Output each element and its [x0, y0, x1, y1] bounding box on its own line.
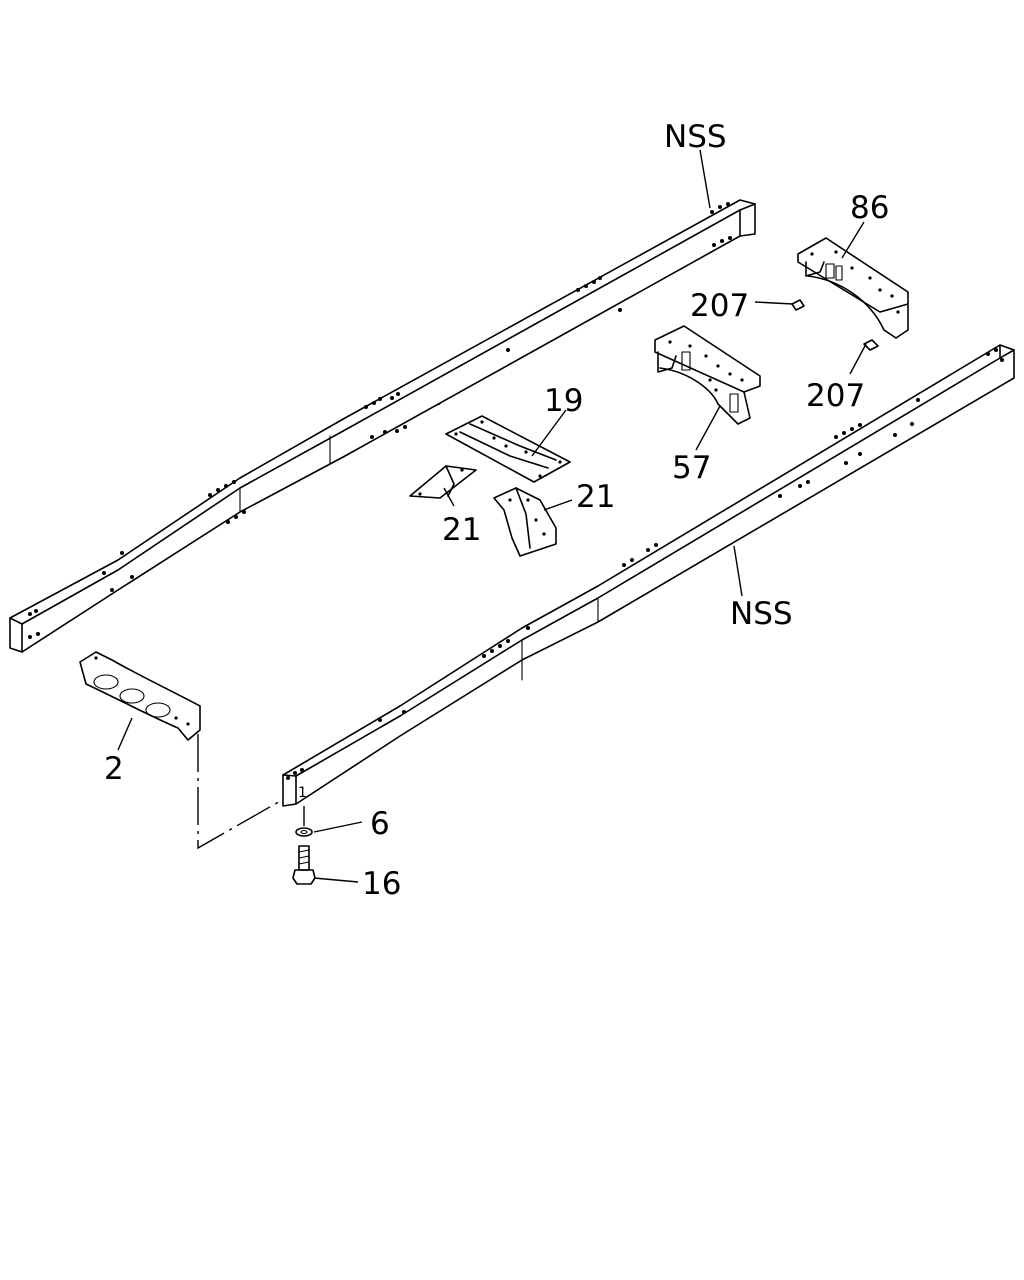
crossmember-86 — [797, 237, 909, 339]
right-rail-bolt-holes — [286, 348, 1004, 780]
assembly-lines — [197, 734, 305, 850]
label-21-right: 21 — [576, 479, 615, 515]
left-frame-rail — [9, 199, 756, 653]
label-86: 86 — [850, 190, 889, 226]
label-57: 57 — [672, 450, 711, 486]
leader-lines — [117, 149, 867, 883]
part-label-1: 1 — [298, 785, 307, 801]
left-rail-bolt-holes — [28, 202, 732, 639]
label-2: 2 — [104, 751, 124, 787]
bracket-207-upper — [791, 299, 805, 311]
bracket-207-lower — [863, 339, 879, 351]
label-nss-right: NSS — [730, 596, 793, 632]
bracket-21-right — [493, 487, 557, 557]
label-21-left: 21 — [442, 512, 481, 548]
label-16: 16 — [362, 866, 401, 902]
bolt-16 — [292, 845, 316, 885]
label-nss-top: NSS — [664, 119, 727, 155]
plate-19 — [445, 415, 571, 483]
washer-6 — [295, 827, 313, 837]
bracket-21-left — [409, 465, 477, 499]
callout-labels: NSS 86 207 207 19 57 21 21 NSS 2 6 16 — [104, 119, 889, 902]
label-207-lower: 207 — [806, 378, 865, 414]
label-19: 19 — [544, 383, 583, 419]
crossmember-2 — [79, 651, 201, 741]
right-frame-rail: 1 — [282, 344, 1015, 807]
label-6: 6 — [370, 806, 390, 842]
crossmember-57 — [654, 325, 761, 425]
label-207-upper: 207 — [690, 288, 749, 324]
